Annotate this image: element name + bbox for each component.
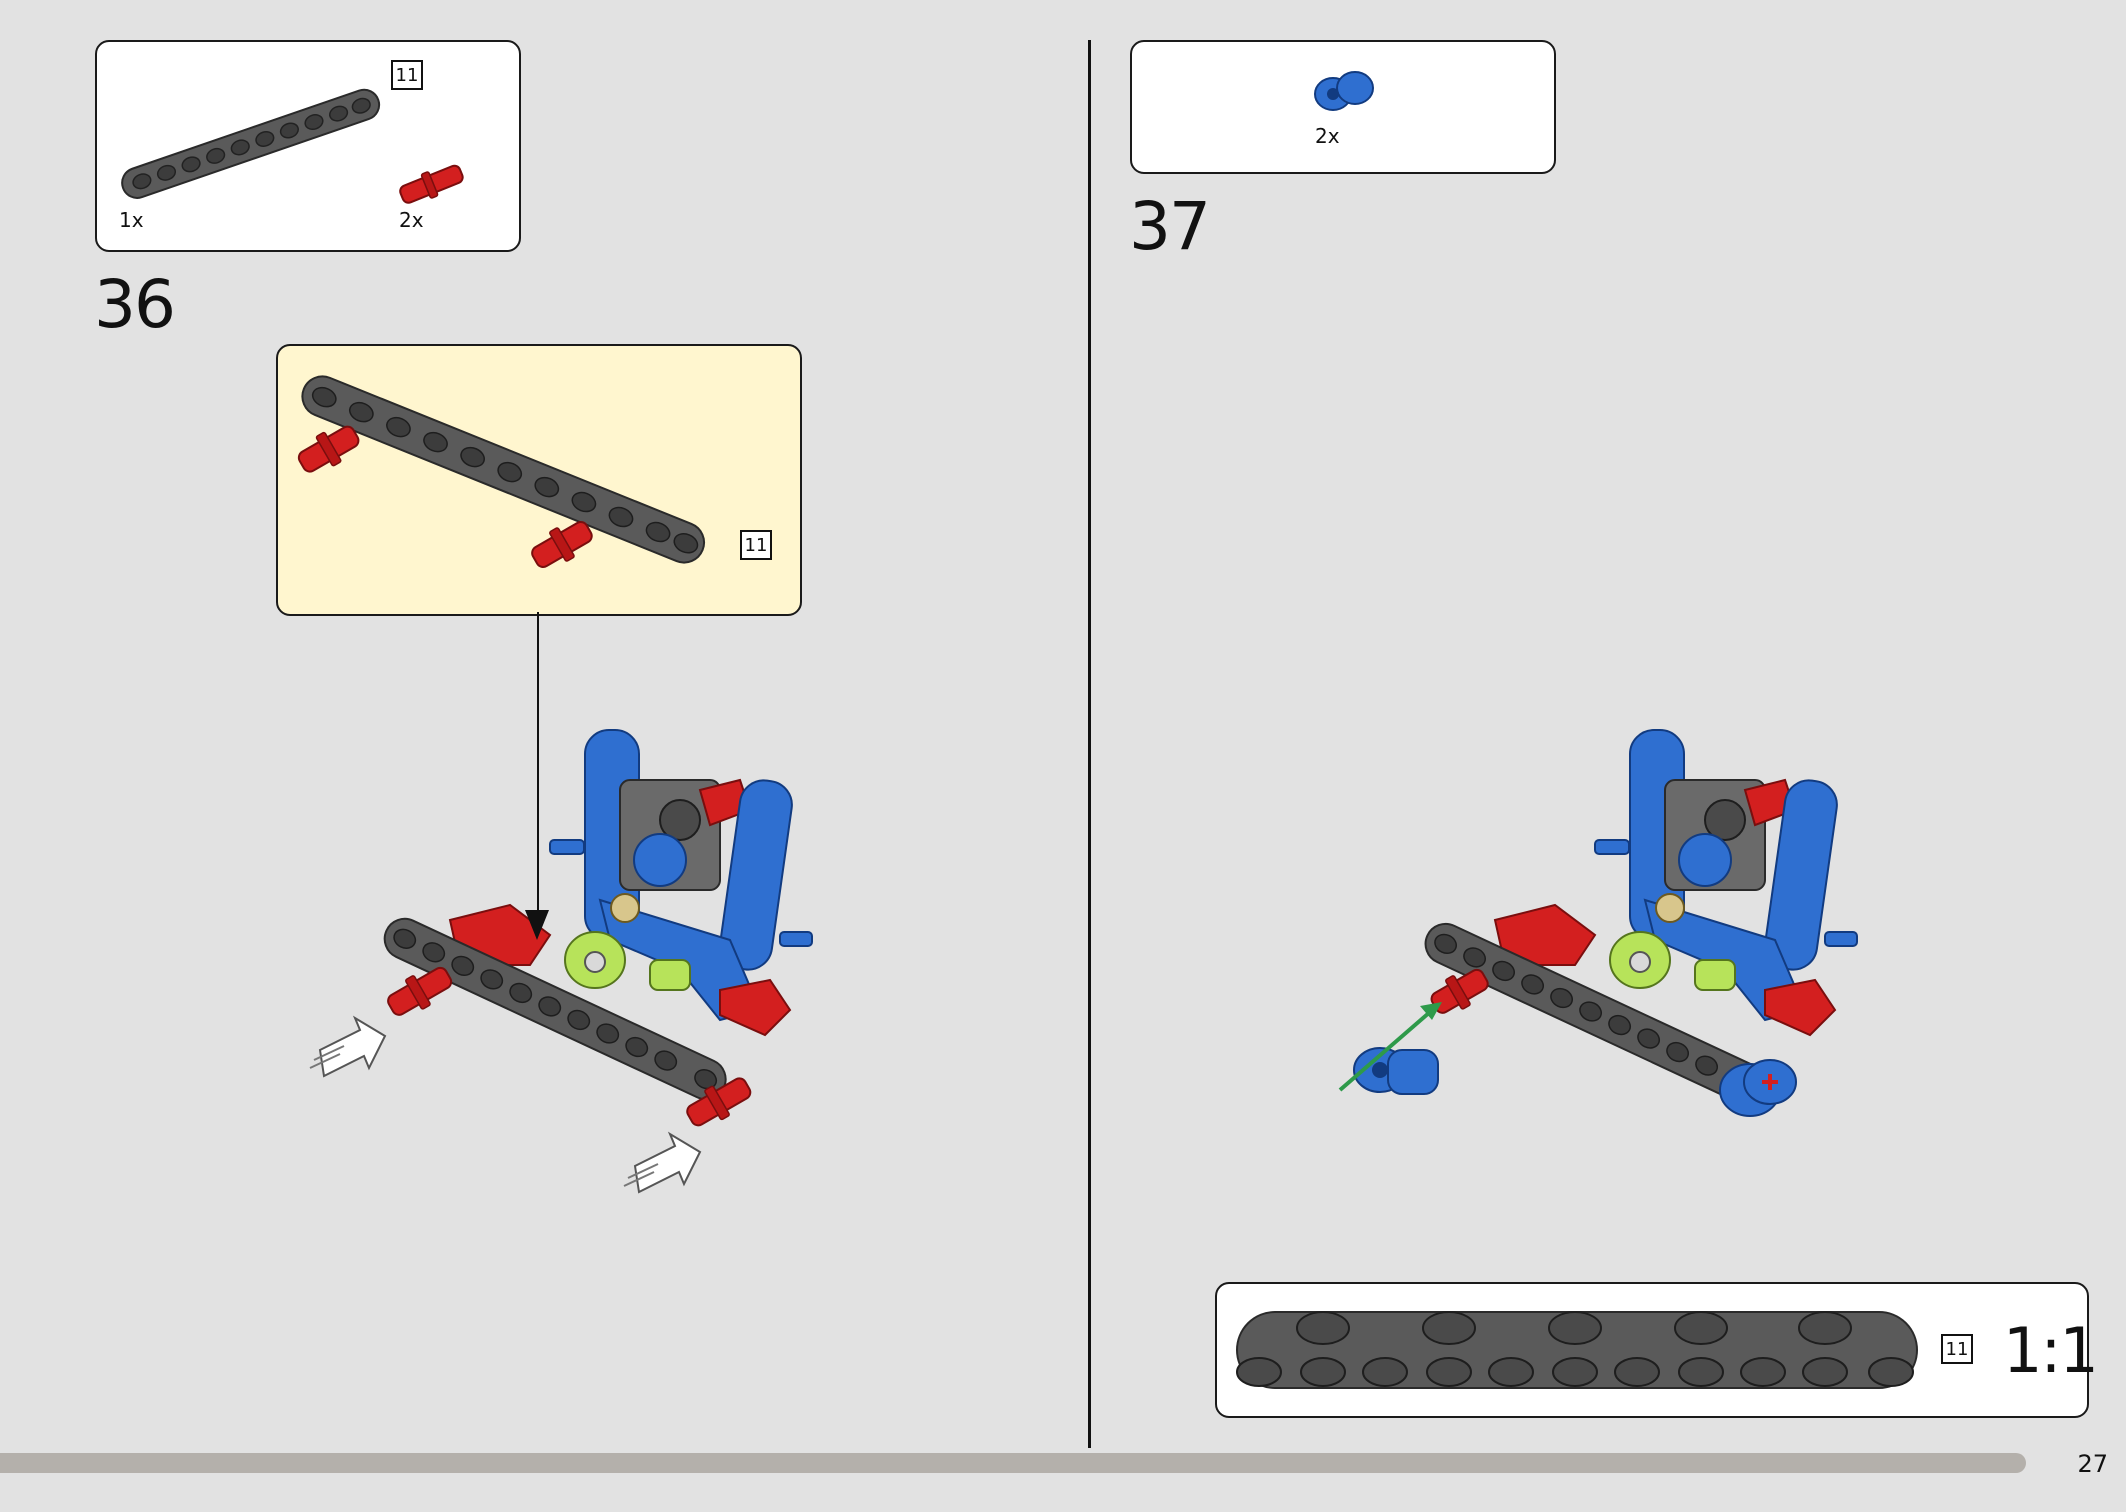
step-number-36: 36 [94, 266, 176, 343]
beam-quantity: 1x [119, 208, 144, 232]
page-divider [1088, 40, 1091, 1448]
step-number-37: 37 [1129, 188, 1211, 265]
scale-ratio-label: 1:1 [2003, 1314, 2099, 1387]
beam-length-badge: 11 [391, 60, 423, 90]
parts-list-step-37: 2x [1130, 40, 1556, 174]
scale-reference-box: 11 1:1 [1215, 1282, 2099, 1418]
step-37-model-illustration [1338, 729, 1858, 1117]
pin-quantity: 2x [399, 208, 424, 232]
beam-actual-size-illustration [1236, 1311, 1918, 1389]
callout-connector-line [537, 612, 539, 930]
callout-beam-illustration [297, 375, 706, 568]
callout-length-badge: 11 [740, 530, 772, 560]
gray-beam-part-icon [121, 88, 381, 199]
sub-assembly-callout: 11 [276, 344, 802, 616]
scale-length-badge: 11 [1941, 1334, 1973, 1364]
page-number: 27 [2077, 1450, 2108, 1478]
connector-quantity: 2x [1315, 124, 1340, 148]
step-36-model-illustration [309, 729, 813, 1194]
parts-list-step-36: 11 1x 2x [95, 40, 521, 252]
progress-bar [0, 1453, 2026, 1473]
blue-connector-part-icon [1314, 71, 1374, 111]
red-pin-part-icon [399, 164, 464, 204]
